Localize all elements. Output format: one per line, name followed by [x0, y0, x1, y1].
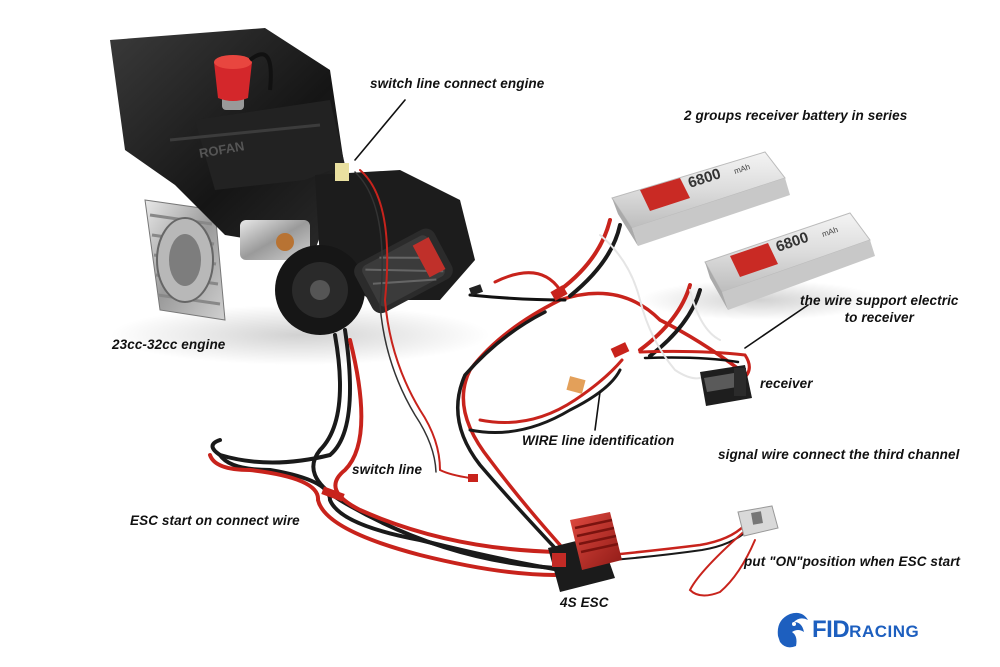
label-esc: 4S ESC: [560, 595, 609, 610]
label-receiver: receiver: [760, 376, 813, 391]
label-on-position: put "ON"position when ESC start: [744, 554, 961, 569]
fid-racing-logo: [777, 612, 808, 648]
label-signal-wire: signal wire connect the third channel: [718, 447, 960, 462]
dragon-icon: [777, 612, 808, 648]
label-engine: 23cc-32cc engine: [112, 337, 226, 352]
label-wire-identification: WIRE line identification: [522, 433, 675, 448]
label-esc-start-wire: ESC start on connect wire: [130, 513, 300, 528]
engine: ROFAN: [110, 28, 475, 335]
wiring: [208, 99, 809, 597]
label-switch-line-connect-engine: switch line connect engine: [370, 76, 545, 91]
receiver-battery-lower: 6800 mAh: [704, 212, 875, 310]
esc: [548, 512, 622, 592]
receiver-battery-upper: 6800 mAh: [611, 151, 790, 246]
receiver: [700, 365, 752, 406]
label-switch-line: switch line: [352, 462, 423, 477]
label-receiver-battery: 2 groups receiver battery in series: [684, 108, 908, 123]
logo-text: FIDRACING: [812, 616, 920, 643]
on-off-switch: [737, 505, 779, 537]
label-wire-support: the wire support electric to receiver: [800, 293, 959, 325]
